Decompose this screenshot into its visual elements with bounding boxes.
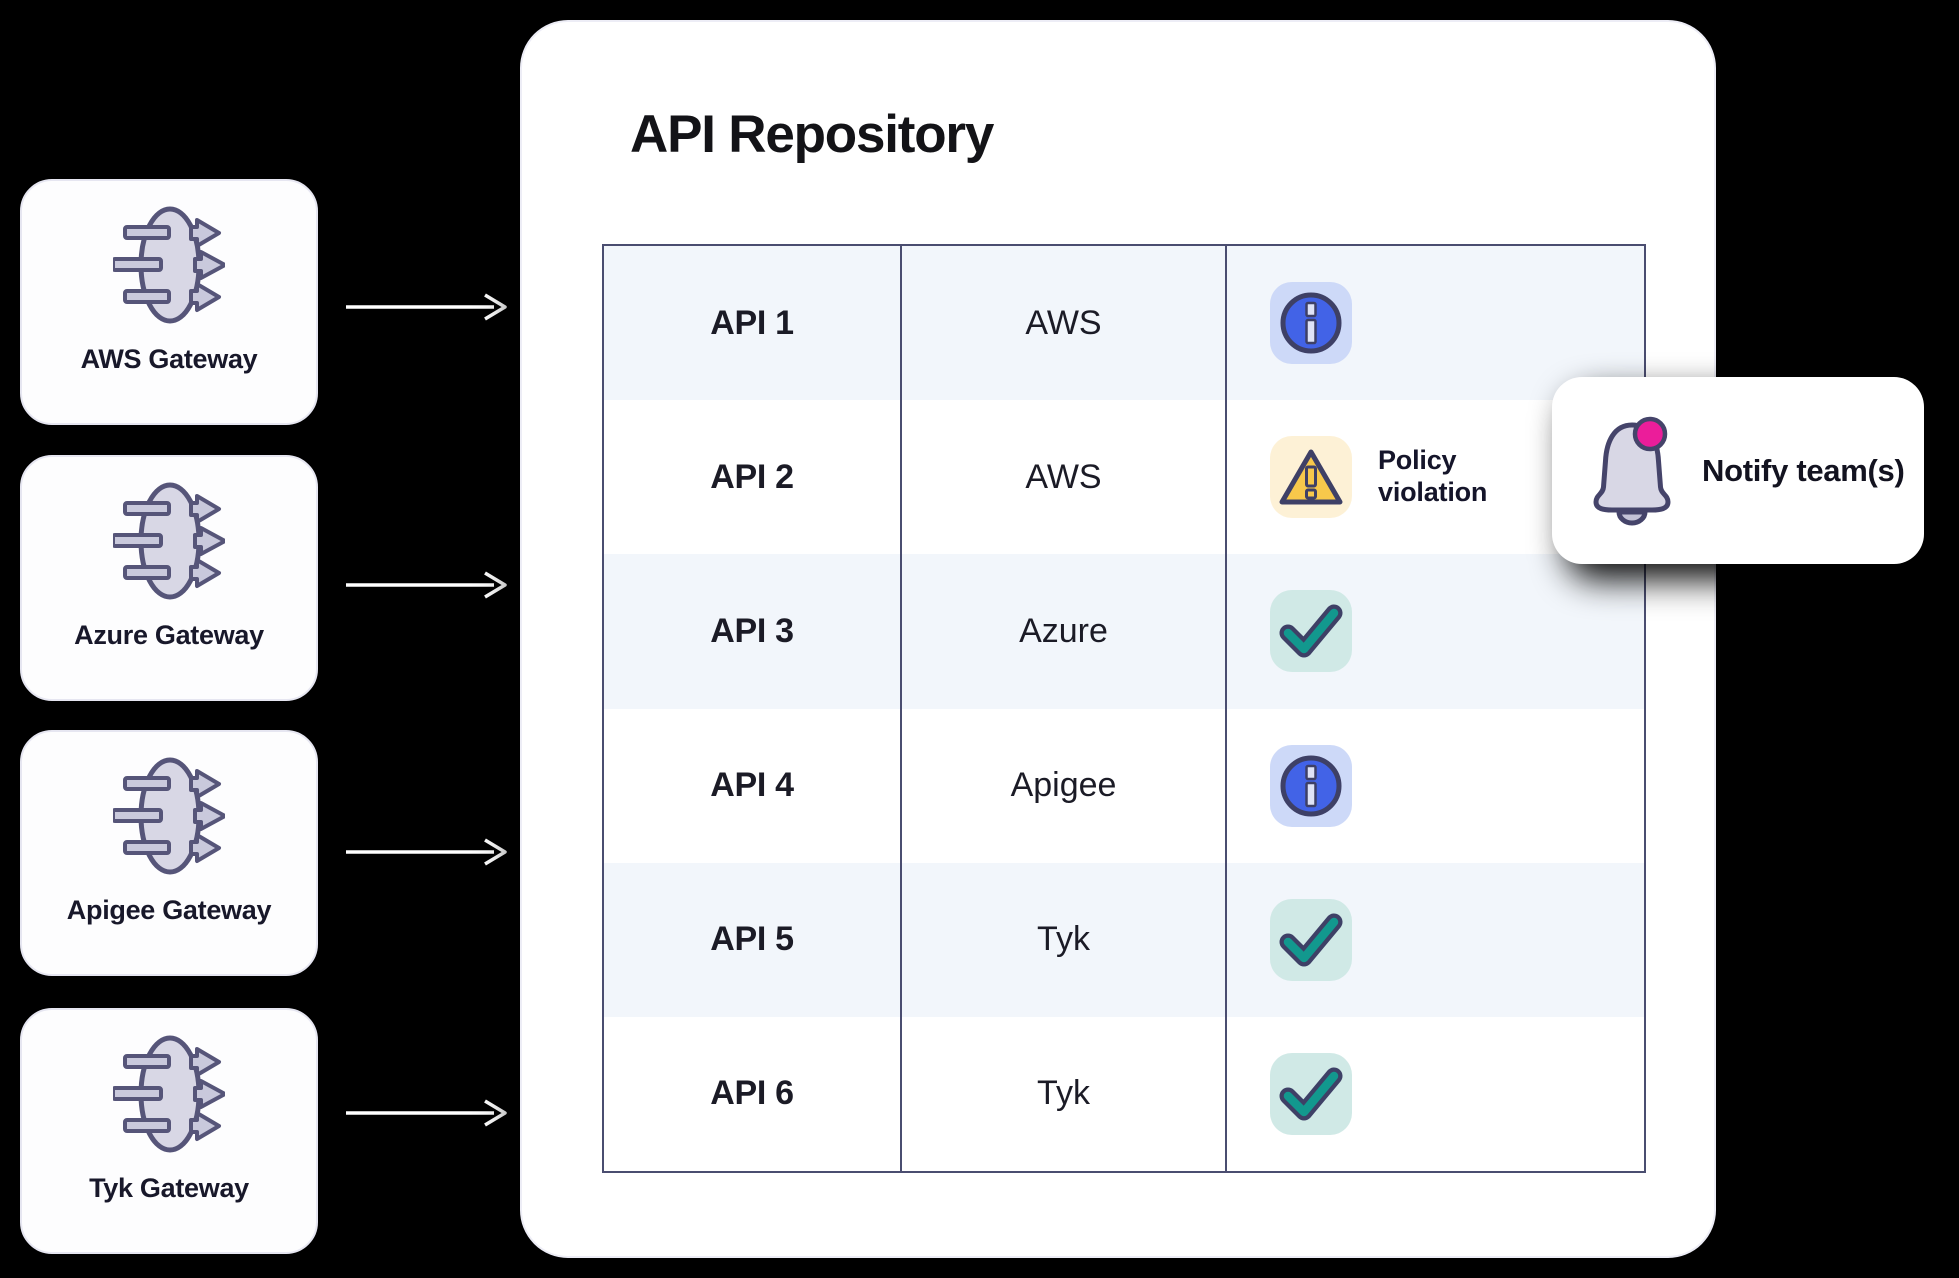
status-cell: [1227, 554, 1644, 708]
warning-triangle-icon: [1270, 436, 1352, 519]
notification-bell-icon: [1586, 409, 1678, 532]
gateway-card-tyk: Tyk Gateway: [20, 1008, 318, 1254]
check-icon: [1270, 898, 1352, 981]
api-name-cell: API 4: [604, 708, 902, 863]
status-cell: [1227, 709, 1644, 863]
gateway-cell: Tyk: [902, 1016, 1227, 1171]
right-arrow-connector: [344, 565, 510, 605]
table-row: API 2 AWS Policy violation: [604, 400, 1644, 555]
api-name-cell: API 5: [604, 862, 902, 1017]
gateway-cell: AWS: [902, 400, 1227, 555]
api-table: API 1 AWS API 2 AWS Policy violation API…: [602, 244, 1646, 1173]
gateway-label: Azure Gateway: [74, 620, 264, 650]
status-cell: [1227, 863, 1644, 1017]
table-row: API 3 Azure: [604, 554, 1644, 709]
info-icon: [1270, 744, 1352, 827]
right-arrow-connector: [344, 1093, 510, 1133]
status-label: Policy violation: [1378, 445, 1488, 508]
api-name-cell: API 6: [604, 1016, 902, 1171]
api-name-cell: API 2: [604, 400, 902, 555]
api-name-cell: API 1: [604, 246, 902, 401]
notify-label: Notify team(s): [1702, 452, 1905, 488]
gateway-flow-icon: [113, 203, 225, 332]
right-arrow-connector: [344, 832, 510, 872]
gateway-card-aws: AWS Gateway: [20, 179, 318, 425]
gateway-card-apigee: Apigee Gateway: [20, 730, 318, 976]
page-title: API Repository: [630, 105, 994, 164]
status-cell: Policy violation: [1227, 400, 1644, 554]
table-row: API 4 Apigee: [604, 708, 1644, 863]
gateway-card-azure: Azure Gateway: [20, 455, 318, 701]
status-cell: [1227, 1017, 1644, 1171]
gateway-label: Apigee Gateway: [66, 895, 272, 925]
gateway-cell: Apigee: [902, 708, 1227, 863]
table-row: API 1 AWS: [604, 246, 1644, 401]
gateway-cell: Azure: [902, 554, 1227, 709]
gateway-flow-icon: [113, 1032, 225, 1161]
gateway-flow-icon: [113, 479, 225, 608]
gateway-label: AWS Gateway: [80, 344, 258, 374]
gateway-cell: AWS: [902, 246, 1227, 401]
table-row: API 6 Tyk: [604, 1016, 1644, 1171]
gateway-cell: Tyk: [902, 862, 1227, 1017]
gateway-label: Tyk Gateway: [89, 1173, 249, 1203]
api-name-cell: API 3: [604, 554, 902, 709]
right-arrow-connector: [344, 287, 510, 327]
check-icon: [1270, 1052, 1352, 1135]
gateway-flow-icon: [113, 754, 225, 883]
api-repository-panel: API Repository API 1 AWS API 2 AWS Polic…: [520, 20, 1716, 1258]
info-icon: [1270, 282, 1352, 365]
status-cell: [1227, 246, 1644, 400]
check-icon: [1270, 590, 1352, 673]
notify-teams-card: Notify team(s): [1552, 377, 1924, 564]
table-row: API 5 Tyk: [604, 862, 1644, 1017]
